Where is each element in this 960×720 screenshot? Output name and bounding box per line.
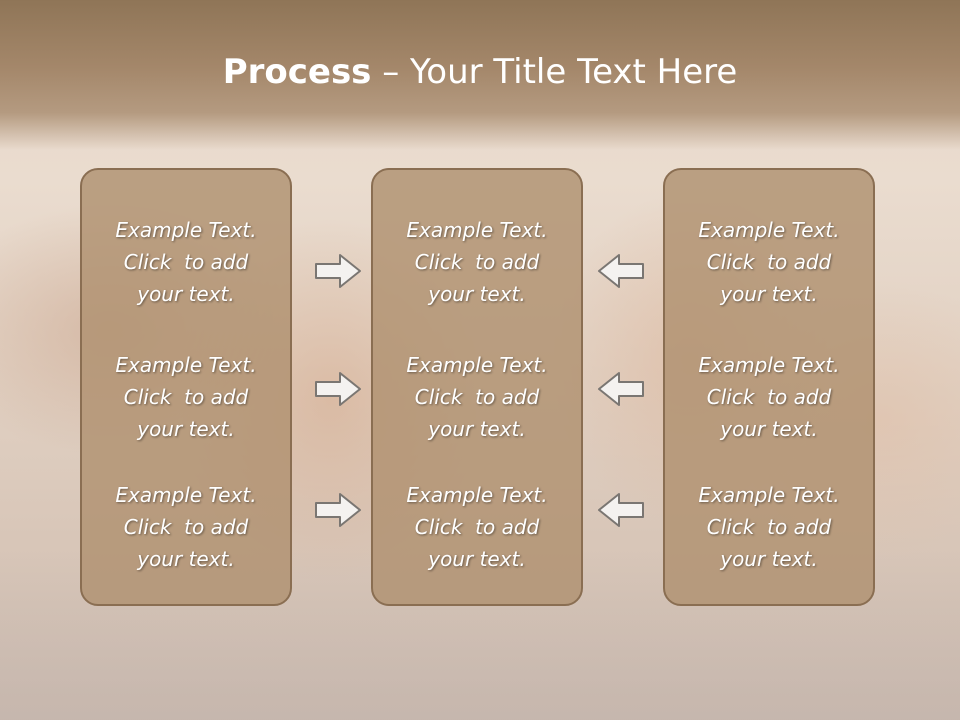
- text-line: Click to add: [414, 515, 540, 539]
- text-line: your text.: [428, 547, 526, 571]
- text-line: Click to add: [414, 385, 540, 409]
- text-line: your text.: [720, 547, 818, 571]
- text-line: Click to add: [123, 385, 249, 409]
- text-line: Example Text.: [698, 483, 840, 507]
- left-arrow-icon[interactable]: [597, 371, 645, 407]
- text-line: your text.: [137, 417, 235, 441]
- text-line: Example Text.: [115, 218, 257, 242]
- title-rest-text: – Your Title Text Here: [371, 52, 738, 92]
- text-line: Example Text.: [406, 218, 548, 242]
- text-placeholder[interactable]: Example Text. Click to add your text.: [665, 479, 873, 575]
- text-placeholder[interactable]: Example Text. Click to add your text.: [373, 479, 581, 575]
- text-line: your text.: [137, 547, 235, 571]
- process-box-center[interactable]: Example Text. Click to add your text. Ex…: [371, 168, 583, 606]
- right-arrow-icon[interactable]: [314, 253, 362, 289]
- process-box-right[interactable]: Example Text. Click to add your text. Ex…: [663, 168, 875, 606]
- text-line: Example Text.: [698, 218, 840, 242]
- text-placeholder[interactable]: Example Text. Click to add your text.: [373, 214, 581, 310]
- text-line: your text.: [720, 282, 818, 306]
- text-line: Click to add: [706, 515, 832, 539]
- right-arrow-icon[interactable]: [314, 492, 362, 528]
- text-placeholder[interactable]: Example Text. Click to add your text.: [82, 214, 290, 310]
- text-line: Click to add: [123, 515, 249, 539]
- text-placeholder[interactable]: Example Text. Click to add your text.: [665, 349, 873, 445]
- text-placeholder[interactable]: Example Text. Click to add your text.: [373, 349, 581, 445]
- left-arrow-icon[interactable]: [597, 492, 645, 528]
- text-line: Click to add: [706, 385, 832, 409]
- text-line: Click to add: [123, 250, 249, 274]
- text-placeholder[interactable]: Example Text. Click to add your text.: [82, 479, 290, 575]
- text-placeholder[interactable]: Example Text. Click to add your text.: [665, 214, 873, 310]
- text-line: Example Text.: [406, 483, 548, 507]
- text-line: your text.: [137, 282, 235, 306]
- process-box-left[interactable]: Example Text. Click to add your text. Ex…: [80, 168, 292, 606]
- text-line: Click to add: [414, 250, 540, 274]
- right-arrow-icon[interactable]: [314, 371, 362, 407]
- slide-title[interactable]: Process – Your Title Text Here: [0, 52, 960, 92]
- text-line: Example Text.: [406, 353, 548, 377]
- text-line: Example Text.: [115, 483, 257, 507]
- title-bold-text: Process: [222, 52, 372, 92]
- text-line: your text.: [428, 282, 526, 306]
- text-line: Click to add: [706, 250, 832, 274]
- text-line: your text.: [720, 417, 818, 441]
- text-placeholder[interactable]: Example Text. Click to add your text.: [82, 349, 290, 445]
- text-line: Example Text.: [698, 353, 840, 377]
- title-bar: [0, 0, 960, 150]
- text-line: Example Text.: [115, 353, 257, 377]
- text-line: your text.: [428, 417, 526, 441]
- left-arrow-icon[interactable]: [597, 253, 645, 289]
